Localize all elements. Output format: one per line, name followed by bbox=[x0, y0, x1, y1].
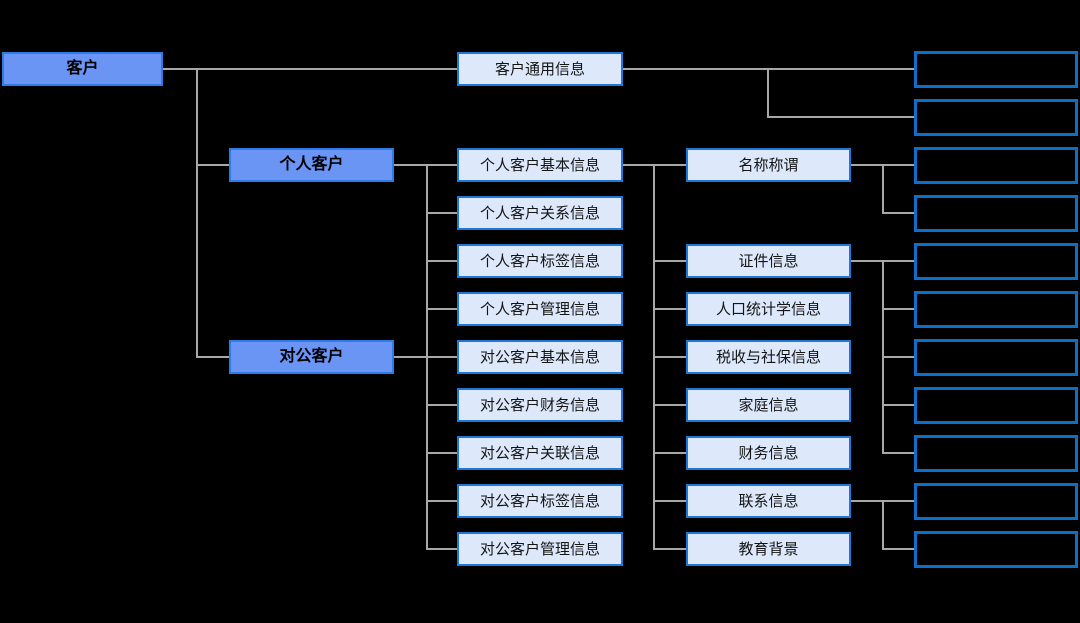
empty-leaf-node bbox=[914, 99, 1078, 136]
connector bbox=[427, 260, 457, 262]
connector bbox=[883, 308, 914, 310]
connector bbox=[196, 68, 198, 358]
empty-leaf-node bbox=[914, 483, 1078, 520]
connector bbox=[654, 500, 686, 502]
connector bbox=[427, 212, 457, 214]
connector bbox=[883, 212, 914, 214]
empty-leaf-node bbox=[914, 531, 1078, 568]
node-customer-general-info: 客户通用信息 bbox=[457, 52, 623, 86]
node-corporate-mgmt-info: 对公客户管理信息 bbox=[457, 532, 623, 566]
node-personal-basic-info: 个人客户基本信息 bbox=[457, 148, 623, 182]
connector bbox=[427, 500, 457, 502]
connector bbox=[654, 260, 686, 262]
empty-leaf-node bbox=[914, 291, 1078, 328]
node-personal-customer: 个人客户 bbox=[229, 148, 394, 182]
connector bbox=[427, 404, 457, 406]
connector bbox=[882, 500, 884, 550]
connector bbox=[394, 356, 427, 358]
node-corporate-basic-info: 对公客户基本信息 bbox=[457, 340, 623, 374]
connector bbox=[427, 452, 457, 454]
empty-leaf-node bbox=[914, 387, 1078, 424]
node-personal-mgmt-info: 个人客户管理信息 bbox=[457, 292, 623, 326]
empty-leaf-node bbox=[914, 435, 1078, 472]
connector bbox=[163, 68, 457, 70]
node-personal-relation-info: 个人客户关系信息 bbox=[457, 196, 623, 230]
connector bbox=[767, 68, 769, 118]
connector bbox=[654, 356, 686, 358]
connector bbox=[427, 308, 457, 310]
connector bbox=[427, 356, 457, 358]
empty-leaf-node bbox=[914, 147, 1078, 184]
connector bbox=[197, 356, 229, 358]
connector bbox=[768, 116, 914, 118]
empty-leaf-node bbox=[914, 243, 1078, 280]
node-tax-social-security-info: 税收与社保信息 bbox=[686, 340, 851, 374]
node-family-info: 家庭信息 bbox=[686, 388, 851, 422]
connector bbox=[654, 548, 686, 550]
connector bbox=[883, 404, 914, 406]
node-education-background: 教育背景 bbox=[686, 532, 851, 566]
connector bbox=[654, 404, 686, 406]
connector bbox=[883, 356, 914, 358]
node-corporate-relation-info: 对公客户关联信息 bbox=[457, 436, 623, 470]
node-corporate-customer: 对公客户 bbox=[229, 340, 394, 374]
node-certificate-info: 证件信息 bbox=[686, 244, 851, 278]
connector bbox=[197, 164, 229, 166]
node-personal-tag-info: 个人客户标签信息 bbox=[457, 244, 623, 278]
node-name-title: 名称称谓 bbox=[686, 148, 851, 182]
connector bbox=[882, 164, 884, 214]
empty-leaf-node bbox=[914, 339, 1078, 376]
node-demographic-info: 人口统计学信息 bbox=[686, 292, 851, 326]
node-corporate-tag-info: 对公客户标签信息 bbox=[457, 484, 623, 518]
connector bbox=[883, 548, 914, 550]
connector bbox=[427, 548, 457, 550]
connector bbox=[883, 452, 914, 454]
connector bbox=[394, 164, 457, 166]
node-corporate-finance-info: 对公客户财务信息 bbox=[457, 388, 623, 422]
connector bbox=[654, 452, 686, 454]
empty-leaf-node bbox=[914, 195, 1078, 232]
node-customer-root: 客户 bbox=[2, 52, 163, 86]
empty-leaf-node bbox=[914, 51, 1078, 88]
node-contact-info: 联系信息 bbox=[686, 484, 851, 518]
node-financial-info: 财务信息 bbox=[686, 436, 851, 470]
connector bbox=[654, 308, 686, 310]
